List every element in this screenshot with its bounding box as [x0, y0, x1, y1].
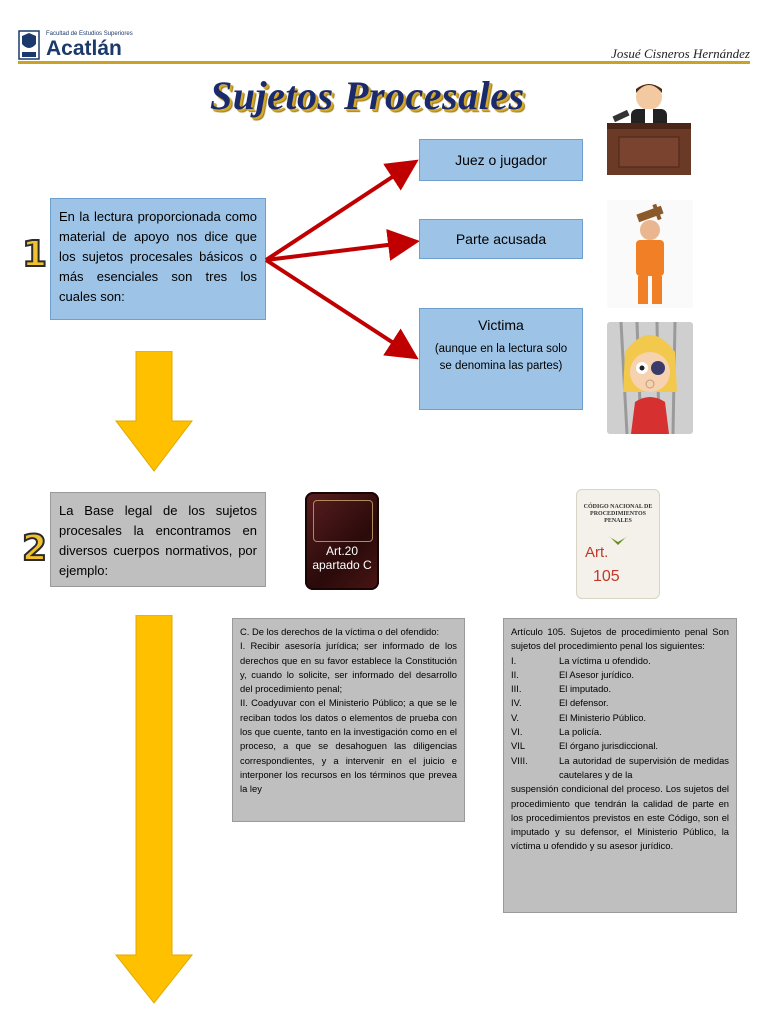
art105-item: VI.La policía. — [511, 726, 602, 738]
step-number-1: 1 — [21, 233, 48, 276]
arrow-to-accused — [265, 229, 420, 262]
down-arrow-2 — [114, 615, 194, 1004]
arrow-to-victim — [264, 258, 419, 360]
legal-basis-text-box: La Base legal de los sujetos procesales … — [50, 492, 266, 587]
down-arrow-1 — [114, 351, 194, 472]
branch-arrows — [264, 159, 420, 360]
penal-code-art-label: Art. — [585, 544, 609, 561]
art20-fraction-2: II. Coadyuvar con el Ministerio Público;… — [240, 697, 457, 795]
penal-code-art-number: 105 — [593, 568, 620, 585]
art105-item: III.El imputado. — [511, 683, 612, 695]
header-divider — [18, 61, 750, 64]
subject-victim-box: Victima (aunque en la lectura solo se de… — [419, 308, 583, 410]
arrow-to-judge — [264, 159, 419, 262]
institution-small-text: Facultad de Estudios Superiores — [46, 31, 133, 37]
page-title: Sujetos Procesales — [210, 73, 525, 118]
penal-code-book-image: CÓDIGO NACIONAL DE PROCEDIMIENTOS PENALE… — [576, 489, 660, 599]
art105-item: V.El Ministerio Público. — [511, 711, 647, 723]
subject-accused-label: Parte acusada — [455, 231, 547, 247]
art105-item: I.La víctima u ofendido. — [511, 654, 651, 666]
subject-judge-label: Juez o jugador — [455, 152, 547, 168]
constitution-article-label: Art.20 apartado C — [312, 544, 372, 572]
art105-text-box: Artículo 105. Sujetos de procedimiento p… — [503, 618, 737, 913]
art105-item: VIII.La autoridad de supervisión de medi… — [511, 754, 729, 780]
subject-victim-label: Victima — [478, 317, 524, 333]
judge-illustration — [603, 75, 695, 177]
author-name: Josué Cisneros Hernández — [611, 46, 750, 61]
institution-name: Acatlán — [46, 37, 122, 60]
eagle-emblem-icon — [608, 536, 628, 545]
art20-text-box: C. De los derechos de la víctima o del o… — [232, 618, 465, 822]
art105-closing: suspensión condicional del proceso. Los … — [511, 783, 729, 852]
art20-fraction-1: I. Recibir asesoría jurídica; ser inform… — [240, 640, 457, 695]
constitution-book-image: Art.20 apartado C — [305, 492, 379, 590]
accused-illustration — [607, 200, 693, 308]
art105-item: II.El Asesor jurídico. — [511, 668, 635, 680]
subject-judge-box: Juez o jugador — [419, 139, 583, 181]
subject-victim-note: (aunque en la lectura solo se denomina l… — [434, 343, 568, 372]
intro-text-box: En la lectura proporcionada como materia… — [50, 198, 266, 320]
art20-heading: C. De los derechos de la víctima o del o… — [240, 626, 440, 637]
book-ornament — [313, 500, 373, 542]
penal-code-cover-title: CÓDIGO NACIONAL DE PROCEDIMIENTOS PENALE… — [583, 504, 653, 524]
art105-intro: Artículo 105. Sujetos de procedimiento p… — [511, 626, 729, 652]
victim-illustration — [607, 322, 693, 434]
art105-item: IV.El defensor. — [511, 697, 609, 709]
unam-crest-icon — [18, 30, 40, 60]
step-number-2: 2 — [21, 527, 48, 570]
subject-accused-box: Parte acusada — [419, 219, 583, 259]
